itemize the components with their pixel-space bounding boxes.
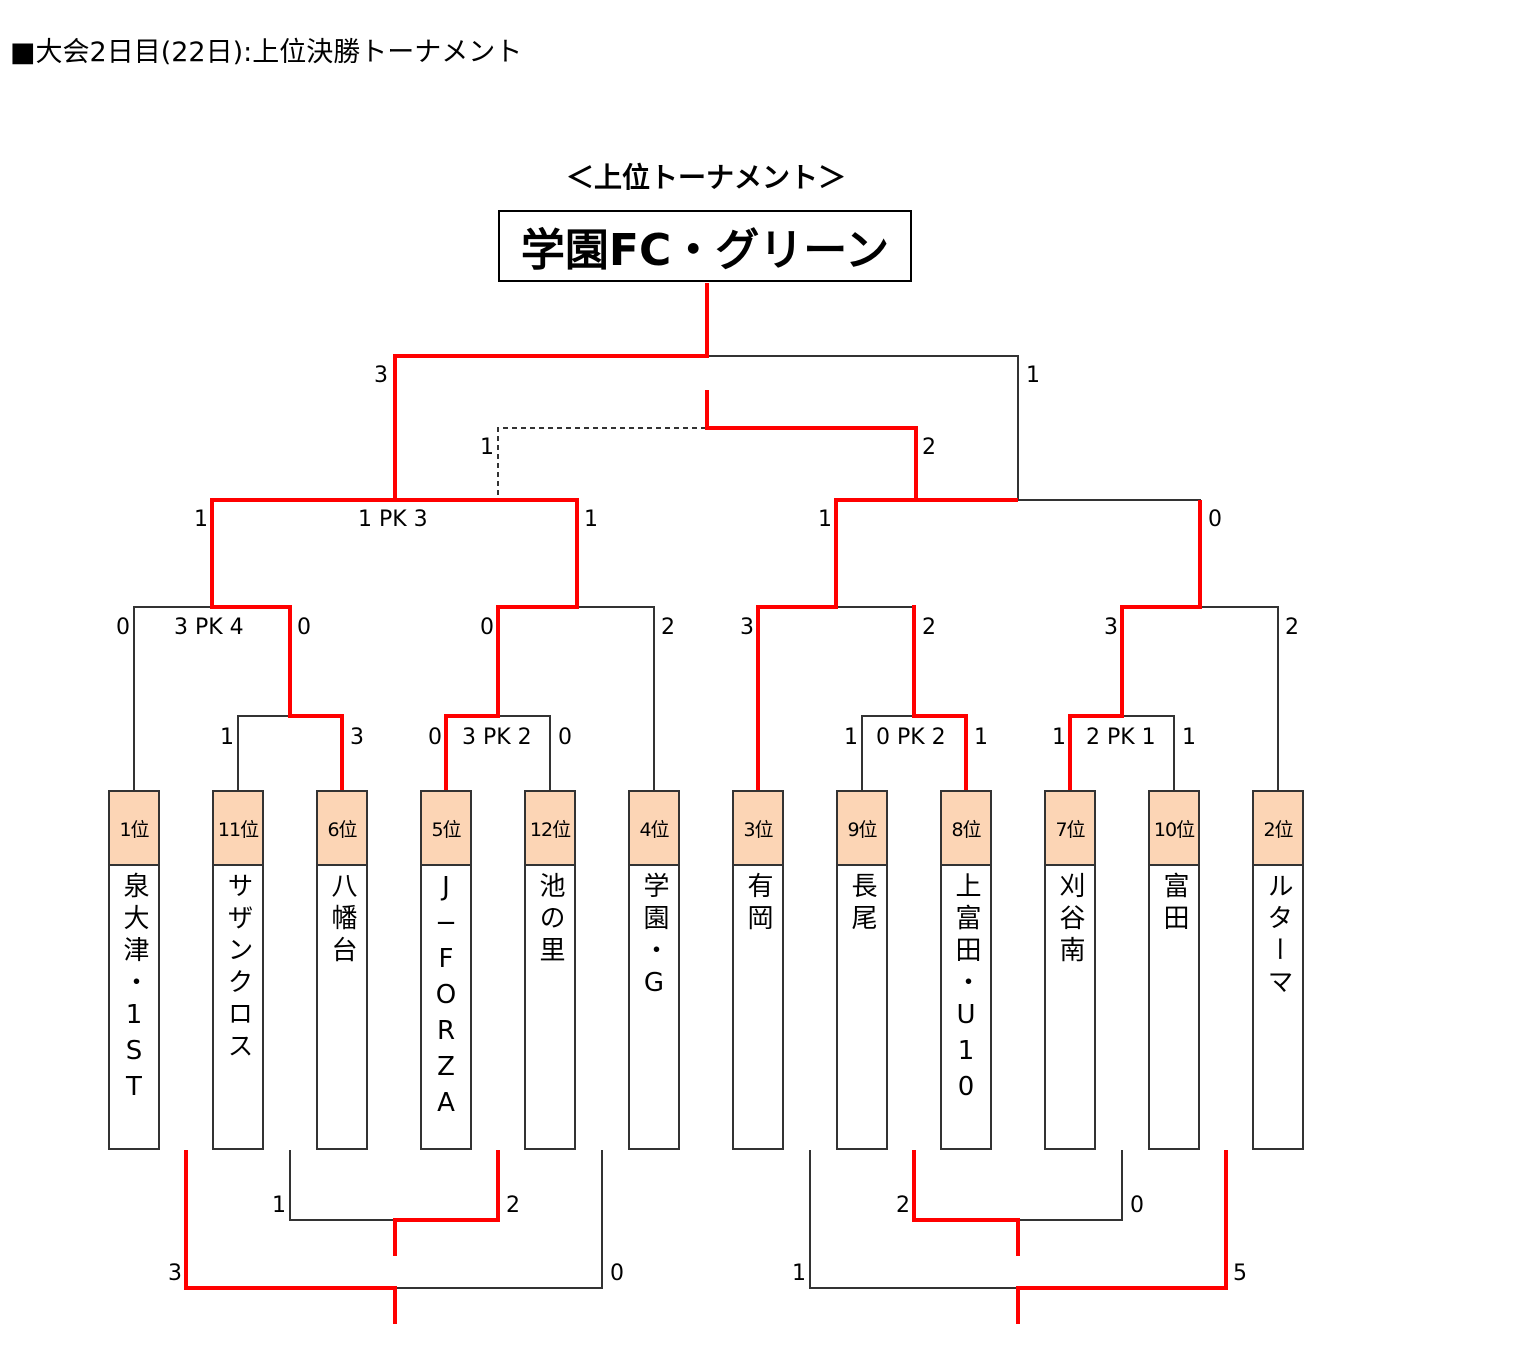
team-rank: 7位 — [1046, 792, 1094, 866]
team-box: 4位 学園・G — [628, 790, 680, 1150]
pk-score-label: 3 PK 4 — [174, 615, 244, 640]
team-rank: 12位 — [526, 792, 574, 866]
team-name: 刈谷南 — [1055, 872, 1085, 968]
score-label: 5 — [1233, 1261, 1247, 1286]
team-box: 7位 刈谷南 — [1044, 790, 1096, 1150]
team-box: 2位 ルターマ — [1252, 790, 1304, 1150]
score-label: 1 — [792, 1261, 806, 1286]
score-label: 0 — [116, 615, 130, 640]
team-rank: 1位 — [110, 792, 158, 866]
team-rank: 3位 — [734, 792, 782, 866]
score-label: 0 — [558, 725, 572, 750]
score-label: 1 — [844, 725, 858, 750]
score-label: 1 — [584, 507, 598, 532]
score-label: 3 — [1104, 615, 1118, 640]
team-name: 泉大津・1ST — [119, 872, 149, 1108]
score-label: 2 — [661, 615, 675, 640]
score-label: 0 — [1130, 1193, 1144, 1218]
winner-lines — [184, 283, 1228, 1324]
score-label: 0 — [480, 615, 494, 640]
score-label: 2 — [506, 1193, 520, 1218]
score-label: 1 — [974, 725, 988, 750]
score-label: 2 — [922, 435, 936, 460]
team-rank: 10位 — [1150, 792, 1198, 866]
team-rank: 5位 — [422, 792, 470, 866]
team-rank: 6位 — [318, 792, 366, 866]
team-name: 上富田・U10 — [951, 872, 981, 1108]
team-name: 池の里 — [535, 872, 565, 968]
score-label: 0 — [610, 1261, 624, 1286]
team-name: J−FORZA — [431, 872, 461, 1124]
score-label: 1 — [1182, 725, 1196, 750]
team-box: 3位 有岡 — [732, 790, 784, 1150]
team-box: 11位 サザンクロス — [212, 790, 264, 1150]
score-label: 1 — [272, 1193, 286, 1218]
team-box: 5位 J−FORZA — [420, 790, 472, 1150]
team-name: 八幡台 — [327, 872, 357, 968]
pk-score-label: 1 PK 3 — [358, 507, 428, 532]
tournament-subtitle: ＜上位トーナメント＞ — [566, 161, 847, 194]
team-box: 1位 泉大津・1ST — [108, 790, 160, 1150]
team-name: 有岡 — [743, 872, 773, 936]
champion-box: 学園FC・グリーン — [498, 210, 912, 282]
team-box: 6位 八幡台 — [316, 790, 368, 1150]
team-rank: 2位 — [1254, 792, 1302, 866]
champion-name: 学園FC・グリーン — [520, 225, 890, 276]
pk-score-label: 0 PK 2 — [876, 725, 946, 750]
score-label: 3 — [168, 1261, 182, 1286]
score-label: 0 — [428, 725, 442, 750]
team-rank: 11位 — [214, 792, 262, 866]
score-label: 3 — [374, 363, 388, 388]
team-name: 学園・G — [639, 872, 669, 1004]
page-heading: ■大会2日目(22日):上位決勝トーナメント — [10, 37, 523, 68]
score-label: 1 — [220, 725, 234, 750]
pk-score-label: 2 PK 1 — [1086, 725, 1156, 750]
team-rank: 9位 — [838, 792, 886, 866]
team-name: サザンクロス — [223, 872, 253, 1064]
team-rank: 8位 — [942, 792, 990, 866]
score-label: 3 — [350, 725, 364, 750]
score-label: 0 — [1208, 507, 1222, 532]
score-label: 2 — [1285, 615, 1299, 640]
team-name: 長尾 — [847, 872, 877, 936]
score-label: 1 — [818, 507, 832, 532]
score-label: 2 — [922, 615, 936, 640]
team-box: 12位 池の里 — [524, 790, 576, 1150]
score-label: 1 — [480, 435, 494, 460]
team-box: 8位 上富田・U10 — [940, 790, 992, 1150]
team-rank: 4位 — [630, 792, 678, 866]
team-name: ルターマ — [1263, 872, 1293, 1000]
team-name: 富田 — [1159, 872, 1189, 936]
loser-lines — [133, 355, 1279, 1289]
score-label: 1 — [1026, 363, 1040, 388]
score-label: 0 — [297, 615, 311, 640]
pk-score-label: 3 PK 2 — [462, 725, 532, 750]
team-box: 10位 富田 — [1148, 790, 1200, 1150]
score-label: 1 — [194, 507, 208, 532]
score-label: 3 — [740, 615, 754, 640]
score-label: 2 — [896, 1193, 910, 1218]
team-box: 9位 長尾 — [836, 790, 888, 1150]
score-label: 1 — [1052, 725, 1066, 750]
